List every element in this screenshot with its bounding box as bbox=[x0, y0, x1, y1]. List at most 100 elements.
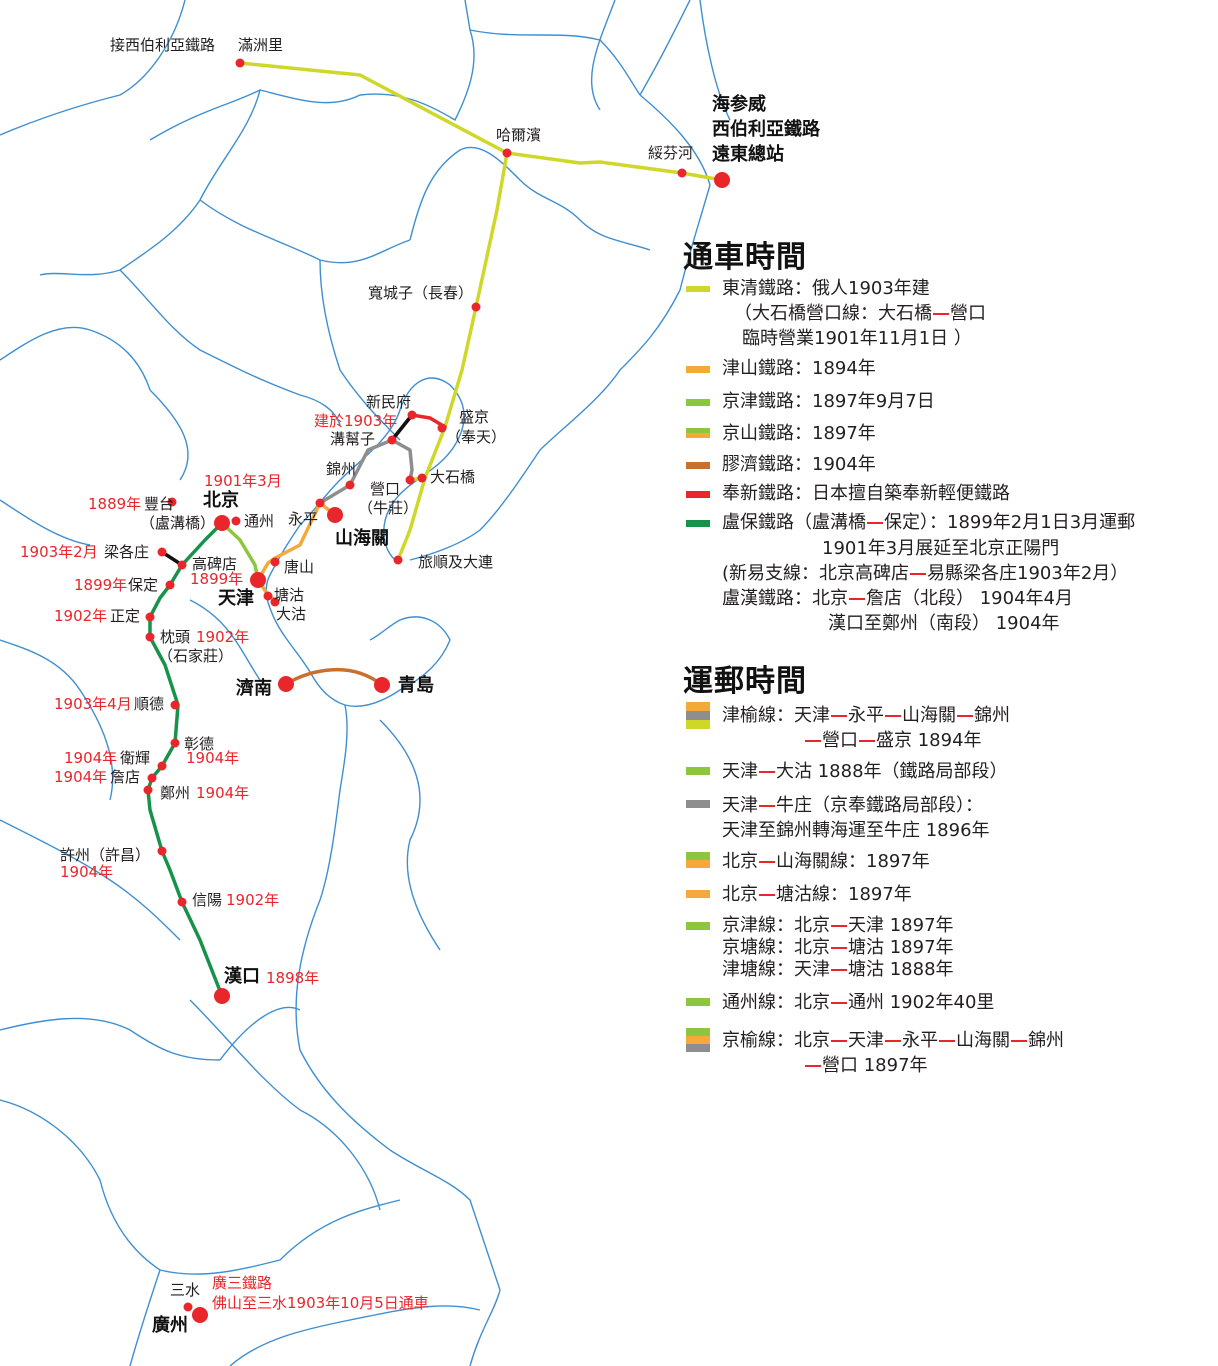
label-kuanchengzi: 寬城子（長春） bbox=[368, 284, 474, 302]
label-tianjin-year: 1899年 bbox=[190, 570, 244, 588]
legend-jinyu: 津榆線：天津永平山海關錦州 bbox=[722, 705, 1010, 726]
swatch-east-china bbox=[686, 286, 710, 292]
label-lushun: 旅順及大連 bbox=[418, 553, 494, 571]
legend-fengxin: 奉新鐵路：日本擅自築奉新輕便鐵路 bbox=[722, 483, 1010, 504]
swatch-beijing-tanggu bbox=[686, 890, 710, 898]
swatch-jinshan bbox=[686, 366, 710, 373]
swatch-jingshan-b bbox=[686, 433, 710, 438]
label-goubangzi: 溝幫子 bbox=[330, 430, 376, 448]
label-weihui-year: 1904年 bbox=[64, 749, 118, 767]
label-harbin: 哈爾濱 bbox=[496, 126, 542, 144]
label-qingdao: 青島 bbox=[398, 675, 434, 696]
legend-jingshan: 京山鐵路：1897年 bbox=[722, 423, 876, 444]
label-zhangde: 彰德 bbox=[184, 735, 215, 753]
label-xuzhou-year: 1904年 bbox=[60, 863, 114, 881]
label-zhengzhou: 鄭州 bbox=[160, 784, 191, 802]
label-dashiqiao: 大石橋 bbox=[430, 468, 476, 486]
swatch-beijing-shanhai-a bbox=[686, 852, 710, 860]
label-beijing: 北京 bbox=[203, 490, 239, 511]
label-lugouqiao: （盧溝橋） bbox=[140, 514, 216, 532]
coastlines-and-borders bbox=[0, 0, 731, 1366]
legend-mail-title: 運郵時間 bbox=[683, 664, 807, 699]
swatch-beijing-shanhai-b bbox=[686, 860, 710, 868]
label-shunde: 順德 bbox=[134, 695, 165, 713]
legend-lubao-sub4: 漢口至鄭州（南段） 1904年 bbox=[828, 613, 1060, 634]
legend-jingjin-line: 京津線：北京天津 1897年 bbox=[722, 915, 954, 936]
label-zhengding-year: 1902年 bbox=[54, 607, 108, 625]
label-built-1903: 建於1903年 bbox=[314, 412, 398, 430]
label-shunde-year: 1903年4月 bbox=[54, 695, 132, 713]
jiaoji-railway bbox=[284, 667, 384, 687]
label-niuzhuang: （牛莊） bbox=[358, 499, 419, 517]
label-tanggu: 塘沽 bbox=[274, 586, 305, 604]
label-zhandian-year: 1904年 bbox=[54, 768, 108, 786]
label-guangzhou: 廣州 bbox=[152, 1315, 188, 1336]
legend-jiaoji: 膠濟鐵路：1904年 bbox=[722, 454, 876, 475]
label-xinmin: 新民府 bbox=[366, 393, 412, 411]
swatch-jiaoji bbox=[686, 462, 710, 469]
legend-jingjin: 京津鐵路：1897年9月7日 bbox=[722, 391, 935, 412]
label-fengtian: （奉天） bbox=[446, 428, 507, 446]
swatch-jinyu-b bbox=[686, 711, 710, 720]
label-siberia-link: 接西伯利亞鐵路 bbox=[110, 36, 216, 54]
legend-jingtang-line: 京塘線：北京塘沽 1897年 bbox=[722, 937, 954, 958]
legend-beijing-tanggu: 北京塘沽線：1897年 bbox=[722, 884, 912, 905]
swatch-jingyu-a bbox=[686, 1028, 710, 1036]
legend-jinshan: 津山鐵路：1894年 bbox=[722, 358, 876, 379]
label-yongping: 永平 bbox=[288, 510, 319, 528]
swatch-fengxin bbox=[686, 491, 710, 498]
legend-jingyu: 京榆線：北京天津永平山海關錦州 bbox=[722, 1030, 1064, 1051]
label-baoding-year: 1899年 bbox=[74, 576, 128, 594]
label-hankou: 漢口 bbox=[224, 966, 260, 987]
label-xuzhou: 許州（許昌） bbox=[60, 846, 151, 864]
label-jinan: 濟南 bbox=[236, 678, 272, 699]
label-xinyang-year: 1902年 bbox=[226, 891, 280, 909]
label-fengtai: 豐台 bbox=[144, 495, 175, 513]
label-guangsan: 廣三鐵路 bbox=[212, 1274, 273, 1292]
swatch-jingjin bbox=[686, 399, 710, 406]
swatch-tianjin-dagu bbox=[686, 767, 710, 775]
label-lianggezhuang: 梁各庄 bbox=[104, 543, 150, 561]
swatch-jinyu-c bbox=[686, 720, 710, 729]
label-zhandian: 詹店 bbox=[110, 768, 141, 786]
legend-east-china-sub1: （大石橋營口線：大石橋營口 bbox=[734, 303, 986, 324]
legend-opening-title: 通車時間 bbox=[683, 240, 807, 275]
swatch-tianjin-niuzhuang bbox=[686, 800, 710, 808]
label-hankou-year: 1898年 bbox=[266, 969, 320, 987]
swatch-tongzhou bbox=[686, 998, 710, 1006]
legend-jintang-line: 津塘線：天津塘沽 1888年 bbox=[722, 959, 954, 980]
label-guangsan-note: 佛山至三水1903年10月5日通車 bbox=[212, 1294, 429, 1312]
label-shengjing: 盛京 bbox=[459, 408, 490, 426]
label-shanhaiguan: 山海關 bbox=[335, 528, 389, 549]
swatch-jingjin-lines bbox=[686, 922, 710, 930]
label-baoding: 保定 bbox=[128, 576, 159, 594]
legend-jingyu-2: 營口 1897年 bbox=[804, 1055, 928, 1077]
legend-lubao-sub1: 1901年3月展延至北京正陽門 bbox=[822, 538, 1060, 559]
label-yingkou: 營口 bbox=[370, 480, 401, 498]
swatch-lubao bbox=[686, 520, 710, 527]
label-manzhouli: 滿洲里 bbox=[238, 36, 284, 54]
label-jinzhou: 錦州 bbox=[326, 460, 357, 478]
legend-tianjin-niuzhuang-2: 天津至錦州轉海運至牛庄 1896年 bbox=[722, 820, 990, 841]
station-dots bbox=[143, 58, 730, 1323]
label-suifenhe: 綏芬河 bbox=[648, 144, 694, 162]
label-tianjin: 天津 bbox=[218, 588, 254, 609]
legend-jinyu-2: 營口盛京 1894年 bbox=[804, 730, 982, 752]
east-china-railway bbox=[238, 61, 724, 562]
label-zhengzhou-year: 1904年 bbox=[196, 784, 250, 802]
label-zhengding: 正定 bbox=[110, 607, 141, 625]
label-zhentou: 枕頭 bbox=[160, 628, 191, 646]
legend-lubao-sub3: 盧漢鐵路：北京詹店（北段） 1904年4月 bbox=[722, 588, 1073, 609]
label-vladivostok-2: 西伯利亞鐵路 bbox=[712, 119, 820, 140]
label-zhangde-year: 1904年 bbox=[186, 749, 240, 767]
legend-tongzhou: 通州線：北京通州 1902年40里 bbox=[722, 992, 995, 1013]
label-gaobeidian: 高碑店 bbox=[192, 555, 238, 573]
label-vladivostok-1: 海参威 bbox=[712, 94, 766, 115]
label-tangshan: 唐山 bbox=[284, 558, 315, 576]
legend-east-china-sub2: 臨時營業1901年11月1日 ） bbox=[742, 328, 972, 349]
label-tongzhou: 通州 bbox=[244, 512, 275, 530]
swatch-jingyu-c bbox=[686, 1044, 710, 1052]
legend-lubao-sub2: (新易支線：北京高碑店易縣梁各庄1903年2月） bbox=[722, 563, 1129, 584]
label-zhentou-year: 1902年 bbox=[196, 628, 250, 646]
